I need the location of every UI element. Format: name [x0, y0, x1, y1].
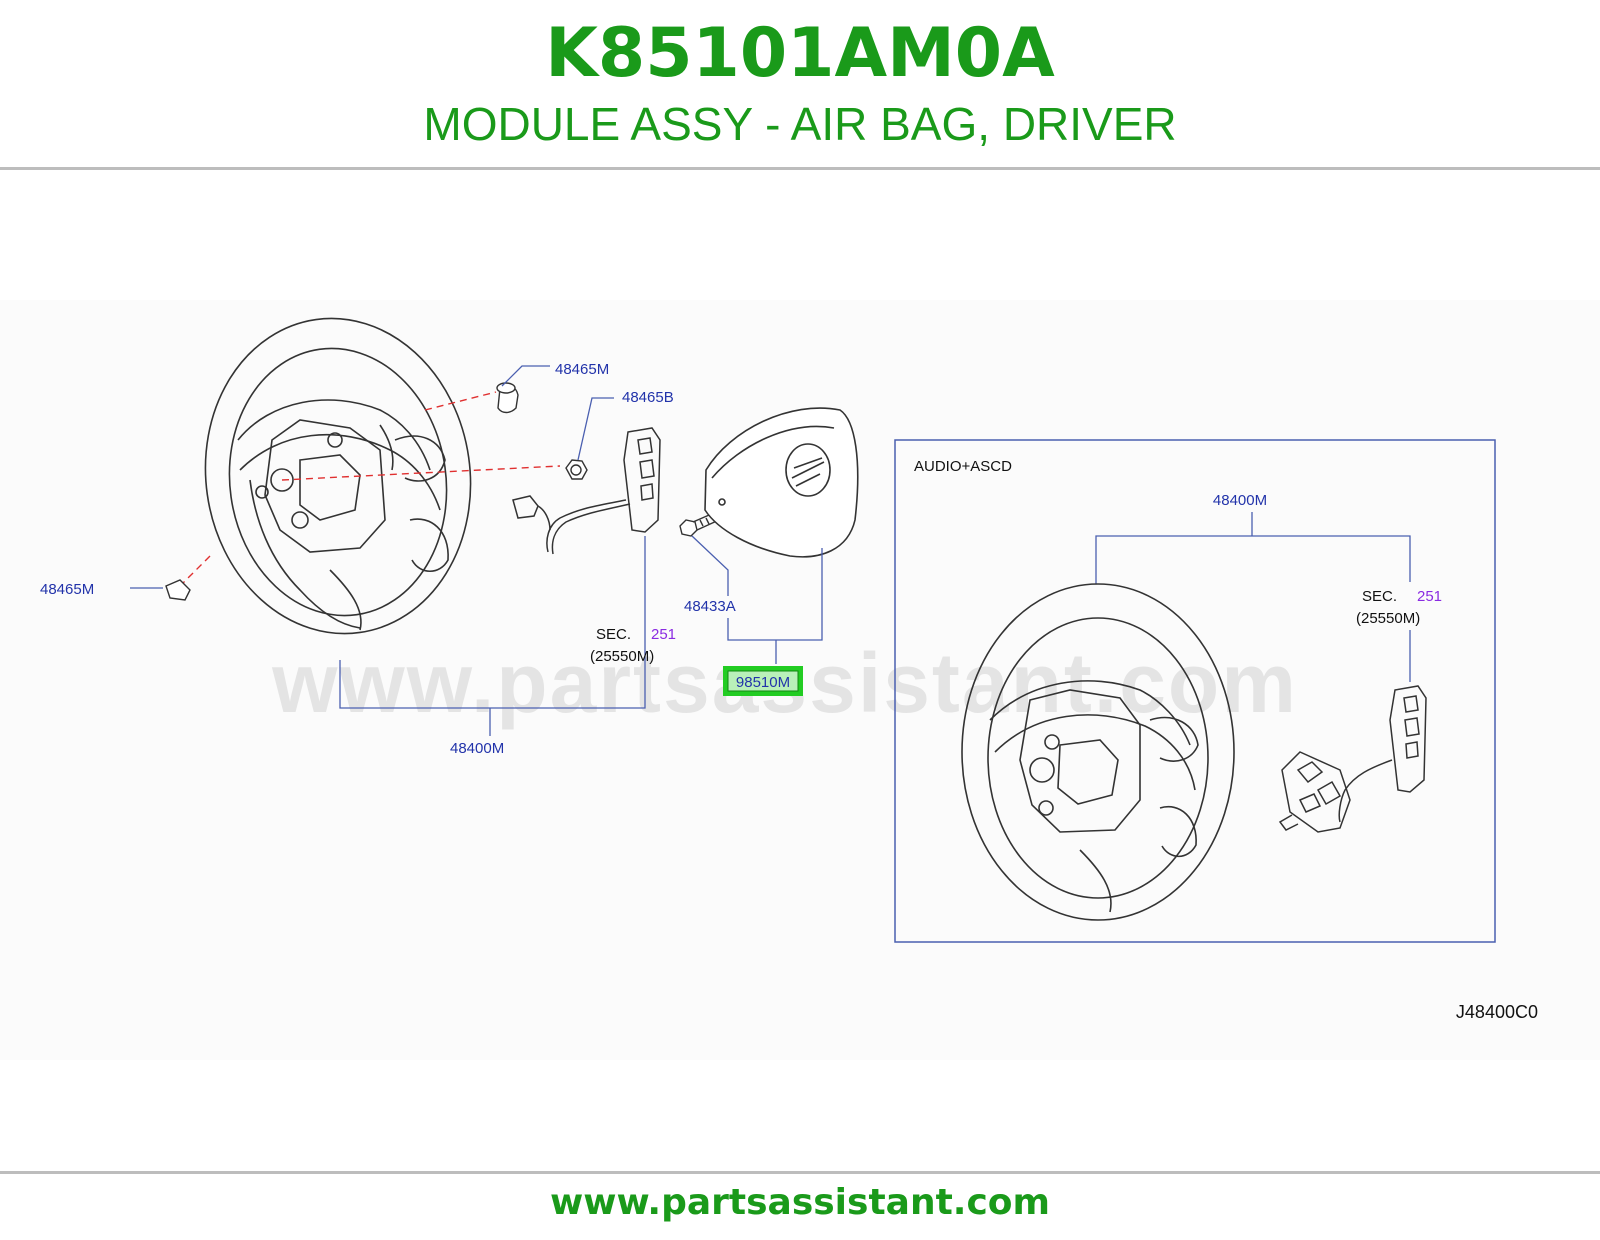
callout-airbag[interactable]: 98510M [736, 674, 790, 691]
diagram-code: J48400C0 [1456, 1002, 1538, 1022]
inset-frame [894, 439, 1496, 943]
callout-nut[interactable]: 48465B [622, 389, 674, 406]
page-header: K85101AM0A MODULE ASSY - AIR BAG, DRIVER [0, 0, 1600, 168]
cap-left-part[interactable] [165, 579, 191, 601]
switch-harness-part[interactable] [512, 427, 661, 555]
callout-cap-left[interactable]: 48465M [40, 581, 94, 598]
airbag-module-part[interactable] [704, 407, 859, 558]
leader-lines-inset [1095, 512, 1411, 682]
inset-sec-prefix: SEC. [1362, 588, 1397, 605]
callout-wheel-main[interactable]: 48400M [450, 740, 504, 757]
steering-wheel-inset[interactable] [961, 583, 1235, 921]
sec-main-number[interactable]: 251 [651, 626, 676, 643]
inset-sec-number[interactable]: 251 [1417, 588, 1442, 605]
header-divider [0, 167, 1600, 170]
callout-cap-top[interactable]: 48465M [555, 361, 609, 378]
sec-main-prefix: SEC. [596, 626, 631, 643]
parts-diagram: www.partsassistant.com [0, 300, 1600, 1060]
part-number-title: K85101AM0A [545, 14, 1055, 93]
cap-top-part[interactable] [496, 382, 519, 414]
footer-divider [0, 1171, 1600, 1174]
steering-wheel-main[interactable] [185, 301, 490, 651]
airbag-callout-highlight[interactable]: 98510M [723, 666, 803, 696]
inset-sec-reference: (25550M) [1356, 610, 1420, 627]
leader-lines-main [130, 365, 823, 736]
nut-part[interactable] [565, 459, 588, 480]
callout-bolt[interactable]: 48433A [684, 598, 736, 615]
sec-main-reference: (25550M) [590, 648, 654, 665]
inset-title: AUDIO+ASCD [914, 458, 1012, 475]
inset-callout-wheel[interactable]: 48400M [1213, 492, 1267, 509]
inset-switch-assembly[interactable] [1278, 685, 1427, 833]
footer-website-link[interactable]: www.partsassistant.com [549, 1182, 1051, 1223]
part-name-subtitle: MODULE ASSY - AIR BAG, DRIVER [423, 98, 1177, 150]
